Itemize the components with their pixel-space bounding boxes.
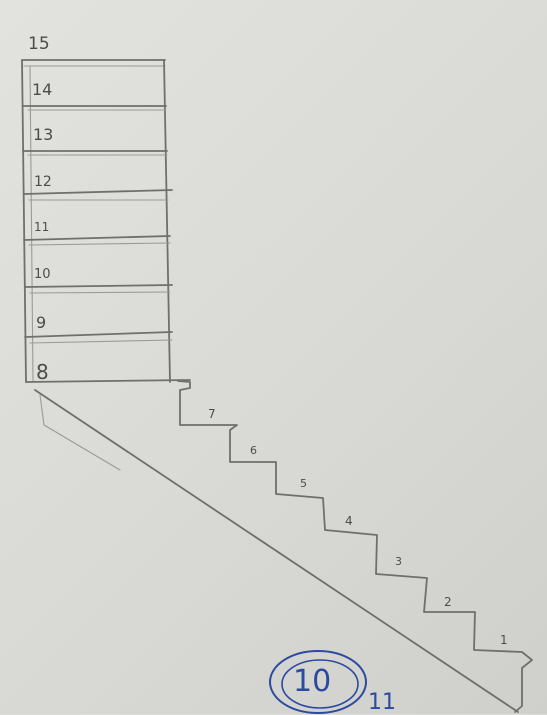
tower-floor-line <box>25 285 172 287</box>
stair-underside-shading <box>44 425 120 470</box>
tower-label-8: 8 <box>36 362 49 382</box>
stair-underside <box>35 390 518 712</box>
tower-floor-line <box>30 292 170 293</box>
tower-label-14: 14 <box>32 82 52 98</box>
stair-label-3: 3 <box>395 556 402 567</box>
tower-floor-line <box>25 332 172 337</box>
tower-right-edge <box>164 60 170 382</box>
circled-mark: 10 <box>293 664 331 699</box>
tower-base-line <box>26 380 190 382</box>
tower-label-15: 15 <box>28 36 50 53</box>
tower-floor-line <box>29 243 170 245</box>
tower-label-9: 9 <box>36 315 46 331</box>
tower-label-10: 10 <box>34 268 51 281</box>
stair-label-6: 6 <box>250 445 257 456</box>
staircase <box>35 381 532 712</box>
stair-label-5: 5 <box>300 478 307 489</box>
stair-label-7: 7 <box>208 408 216 420</box>
tower-label-11: 11 <box>34 221 49 233</box>
stair-underside-shading <box>40 395 44 425</box>
tower-floor-line <box>30 340 172 343</box>
stair-label-4: 4 <box>345 515 353 527</box>
tower-label-13: 13 <box>33 127 53 143</box>
tower-left-edge-inner <box>30 66 33 382</box>
tower-floor-line <box>24 190 172 194</box>
tower-label-12: 12 <box>34 175 52 189</box>
stair-label-2: 2 <box>444 596 452 608</box>
tower-left-edge <box>22 60 26 382</box>
tower-floor-line <box>24 236 170 240</box>
ink-tick: 11 <box>368 690 396 715</box>
stair-label-1: 1 <box>500 634 508 646</box>
